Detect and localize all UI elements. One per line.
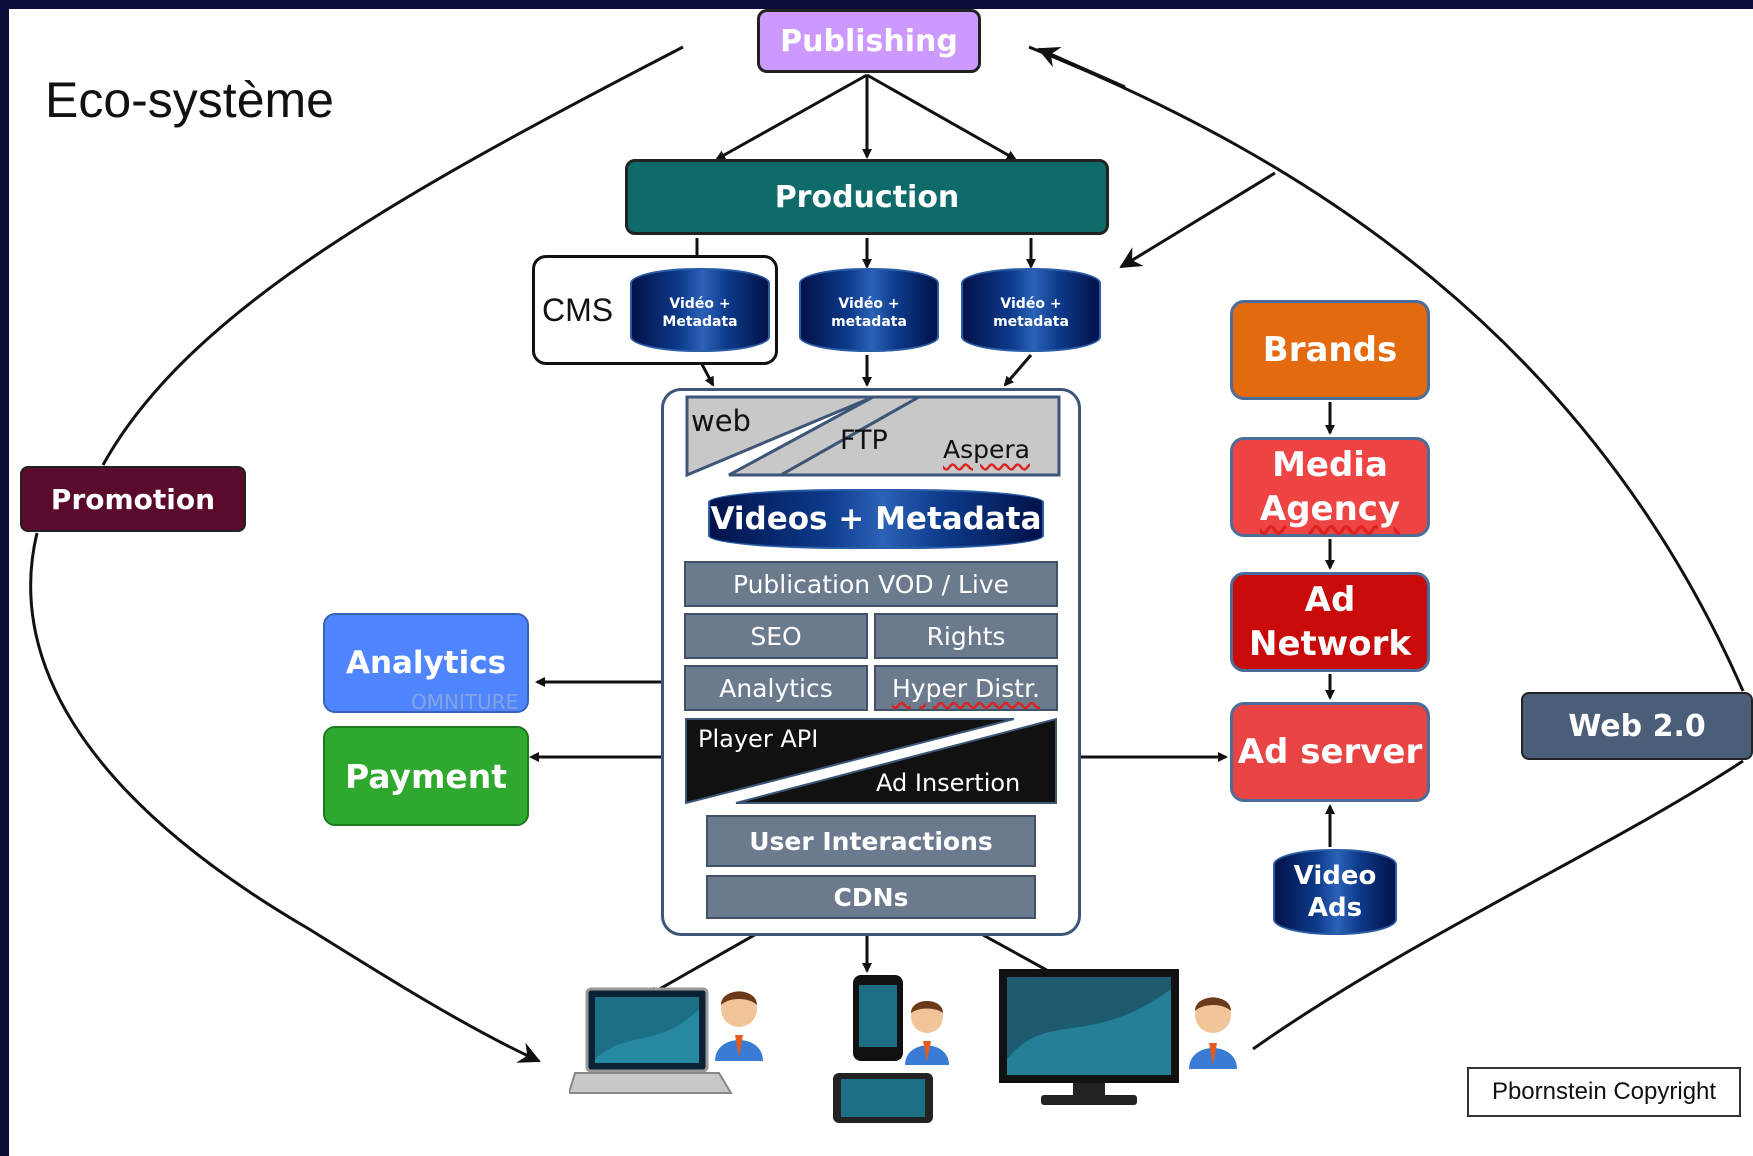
cms-label: CMS: [542, 292, 614, 328]
copyright-box: Pbornstein Copyright: [1467, 1067, 1741, 1117]
ingest-protocols: [685, 395, 1061, 478]
web20-loop-lower: [1252, 759, 1744, 1051]
phone-tablet-user-icon: [833, 975, 949, 1123]
arrow-publishing-production-left: [715, 73, 868, 161]
ad-network-line1: Ad: [1304, 580, 1356, 620]
ingest-web-shape: [685, 395, 874, 478]
storage-3-line1: Vidéo +: [1000, 296, 1062, 312]
storage-2-line2: metadata: [831, 314, 907, 330]
video-ads-line1: Video: [1293, 861, 1377, 891]
promotion-node: Promotion: [20, 466, 246, 532]
media-agency-line2: Agency: [1259, 489, 1401, 529]
hyper-distr-label: Hyper Distr.: [891, 673, 1041, 703]
storage-3-line2: metadata: [993, 314, 1069, 330]
laptop-user-icon: [569, 987, 763, 1094]
ad-server-node: Ad server: [1230, 702, 1430, 802]
ingest-aspera-shape: [775, 395, 1061, 477]
web20-loop-upper: [1028, 45, 1745, 692]
storage-2-line1: Vidéo +: [838, 296, 900, 312]
arrow-storage-platform-3: [1003, 354, 1033, 387]
web20-node: Web 2.0: [1521, 692, 1753, 760]
rights-layer: Rights: [874, 613, 1058, 659]
analytics-layer: Analytics: [684, 665, 868, 711]
videos-metadata-store: Videos + Metadata: [708, 489, 1044, 549]
user-interactions-layer: User Interactions: [706, 815, 1036, 867]
page-title: Eco-système: [45, 72, 334, 128]
publishing-node: Publishing: [757, 9, 981, 73]
ingest-aspera-label: Aspera: [943, 435, 1030, 464]
ad-insertion-shape: [735, 717, 1057, 804]
seo-layer: SEO: [684, 613, 868, 659]
player-api-shape: [685, 718, 1015, 805]
omniture-watermark: OMNITURE: [411, 690, 519, 714]
diagram-canvas: Eco-système Publishing Production Promot…: [9, 9, 1753, 1156]
storage-cylinder-1: Vidéo + Metadata: [630, 268, 770, 352]
storage-cylinder-3: Vidéo + metadata: [961, 268, 1101, 352]
promotion-loop-upper: [101, 45, 684, 466]
ingest-ftp-label: FTP: [840, 425, 888, 456]
video-ads-line2: Ads: [1307, 893, 1363, 923]
media-agency-line1: Media: [1272, 445, 1388, 485]
player-ad-layer: [685, 717, 1057, 805]
storage-cylinder-2: Vidéo + metadata: [799, 268, 939, 352]
ad-network-line2: Network: [1249, 624, 1411, 664]
hyper-distr-layer: Hyper Distr.: [874, 665, 1058, 711]
analytics-node: Analytics: [323, 613, 529, 713]
storage-1-line2: Metadata: [662, 314, 738, 330]
analytics-node-label: Analytics: [345, 645, 507, 681]
ingest-web-label: web: [691, 404, 751, 438]
payment-node: Payment: [323, 726, 529, 826]
production-node: Production: [625, 159, 1109, 235]
arrow-web20-publishing: [1037, 47, 1126, 89]
player-api-label: Player API: [698, 725, 819, 753]
storage-1-line1: Vidéo +: [669, 296, 731, 312]
publication-layer: Publication VOD / Live: [684, 561, 1058, 607]
promotion-loop-lower: [29, 532, 541, 1063]
ad-insertion-label: Ad Insertion: [876, 769, 1021, 797]
tv-user-icon: [999, 969, 1237, 1105]
arrow-publishing-production-right: [866, 73, 1017, 161]
cdns-layer: CDNs: [706, 875, 1036, 919]
arrow-web20-storage: [1119, 171, 1276, 269]
brands-node: Brands: [1230, 300, 1430, 400]
